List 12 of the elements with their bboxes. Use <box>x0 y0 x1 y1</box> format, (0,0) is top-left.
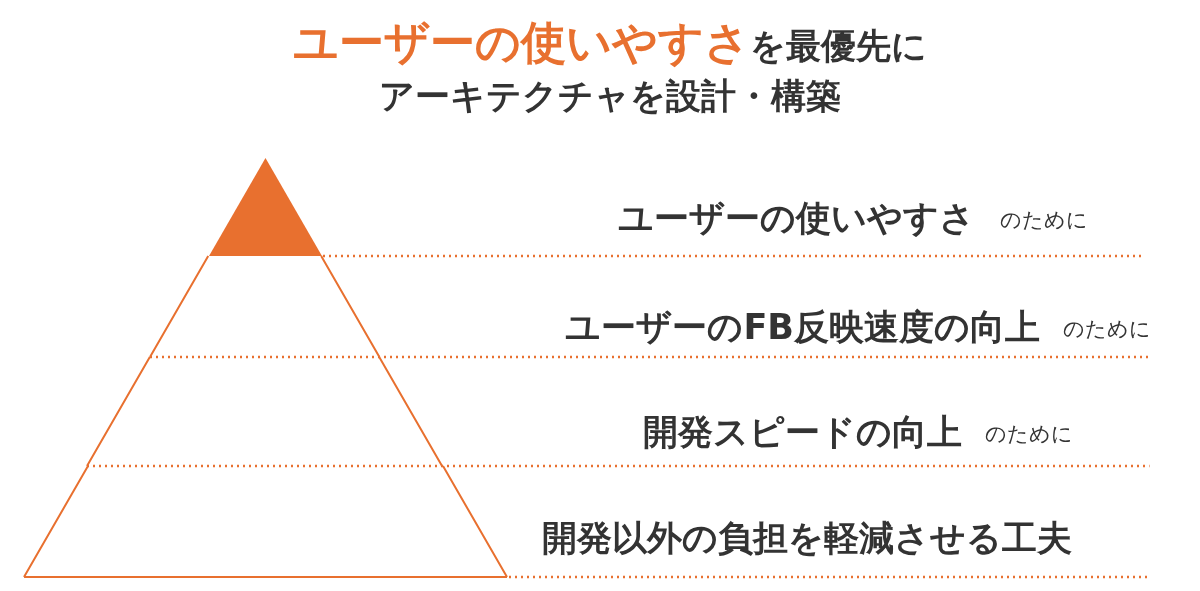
tier-label: ユーザーのFB反映速度の向上 <box>565 306 1040 349</box>
heading: ユーザーの使いやすさを最優先にアーキテクチャを設計・構築 <box>292 18 928 118</box>
tier-note: のために <box>985 421 1073 448</box>
pyramid-tier <box>150 256 380 357</box>
tier-label: 開発以外の負担を軽減させる工夫 <box>542 517 1072 560</box>
tier-label: ユーザーの使いやすさ <box>618 197 975 240</box>
pyramid-tier <box>23 466 507 577</box>
tier-label: 開発スピードの向上 <box>643 411 962 454</box>
pyramid-tier <box>208 158 322 256</box>
tier-note: のために <box>1000 207 1088 234</box>
pyramid-tier <box>87 357 443 466</box>
tier-note: のために <box>1063 316 1151 343</box>
